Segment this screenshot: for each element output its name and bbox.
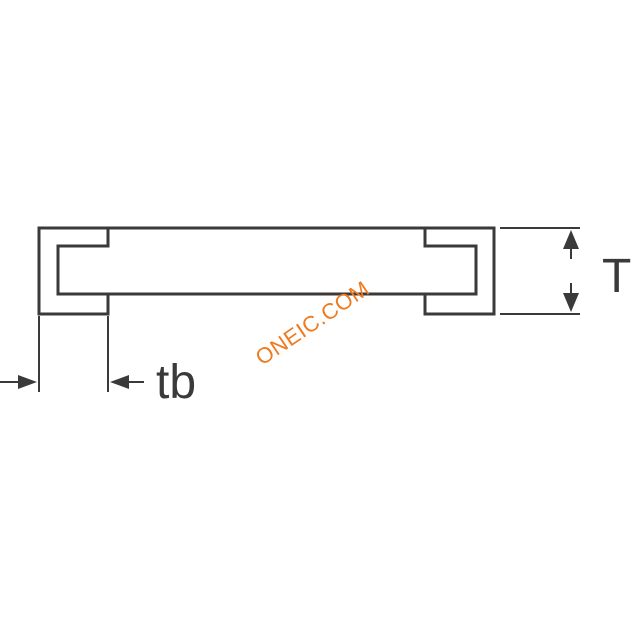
tb-arrow-right [18, 375, 37, 389]
left-termination-inner [56, 228, 110, 296]
tb-arrow-left [110, 375, 129, 389]
terminal-width-label: tb [156, 356, 196, 409]
thickness-label: T [602, 250, 631, 303]
terminal-width-dimension [0, 316, 144, 392]
right-termination-inner [423, 228, 478, 296]
thickness-arrow-up [563, 230, 579, 249]
chip-resistor-outline [37, 226, 496, 316]
thickness-dimension [500, 227, 580, 315]
watermark-logo: ONEIC.COM [251, 276, 374, 370]
thickness-arrow-down [563, 293, 579, 312]
